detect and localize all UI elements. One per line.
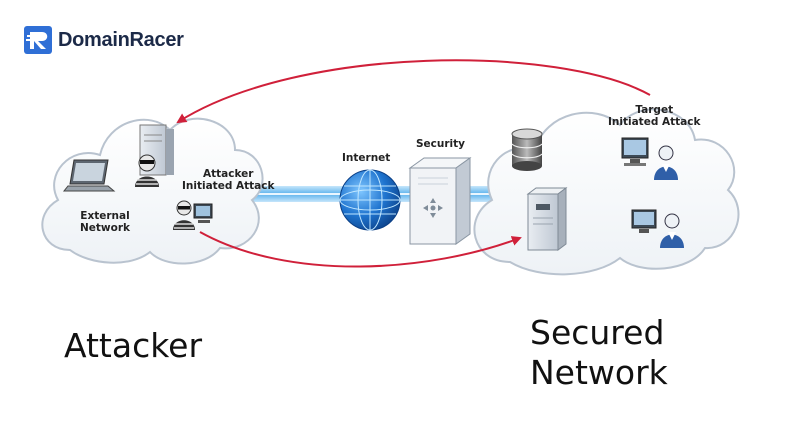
target-attack-arrow bbox=[176, 59, 651, 124]
domainracer-logo-icon bbox=[24, 26, 52, 54]
security-label: Security bbox=[416, 138, 466, 150]
external-network-cloud bbox=[41, 117, 264, 265]
user-icon bbox=[654, 145, 678, 180]
user-icon bbox=[660, 213, 684, 248]
database-icon bbox=[511, 128, 543, 171]
attacker-workstation-icon bbox=[173, 200, 213, 230]
external-network-label-line: External bbox=[80, 210, 130, 222]
attacker-attack-arrow bbox=[199, 231, 522, 268]
hacker-icon bbox=[135, 154, 159, 187]
secured-network-caption: Secured Network bbox=[530, 313, 668, 393]
internet-label: Internet bbox=[342, 152, 391, 164]
secured-network-caption-line: Secured bbox=[530, 313, 665, 352]
workstation-icon bbox=[631, 209, 657, 233]
target-initiated-label-line: Initiated Attack bbox=[608, 116, 701, 128]
secured-network-caption-line: Network bbox=[530, 353, 668, 392]
brand-name: DomainRacer bbox=[58, 28, 184, 51]
internal-server-icon bbox=[526, 187, 568, 251]
firewall-icon bbox=[408, 157, 472, 245]
attacker-initiated-label-line: Initiated Attack bbox=[182, 180, 275, 192]
laptop-icon bbox=[62, 159, 116, 192]
brand-logo[interactable]: DomainRacer bbox=[24, 26, 184, 54]
target-initiated-label: Target Initiated Attack bbox=[608, 104, 700, 128]
external-network-label: External Network bbox=[80, 210, 130, 234]
attacker-caption: Attacker bbox=[64, 326, 203, 365]
workstation-icon bbox=[621, 137, 649, 166]
attacker-initiated-label-line: Attacker bbox=[202, 168, 254, 180]
external-network-label-line: Network bbox=[80, 222, 131, 234]
target-initiated-label-line: Target bbox=[635, 104, 674, 116]
attacker-initiated-label: Attacker Initiated Attack bbox=[182, 168, 274, 192]
globe-icon bbox=[339, 169, 401, 231]
